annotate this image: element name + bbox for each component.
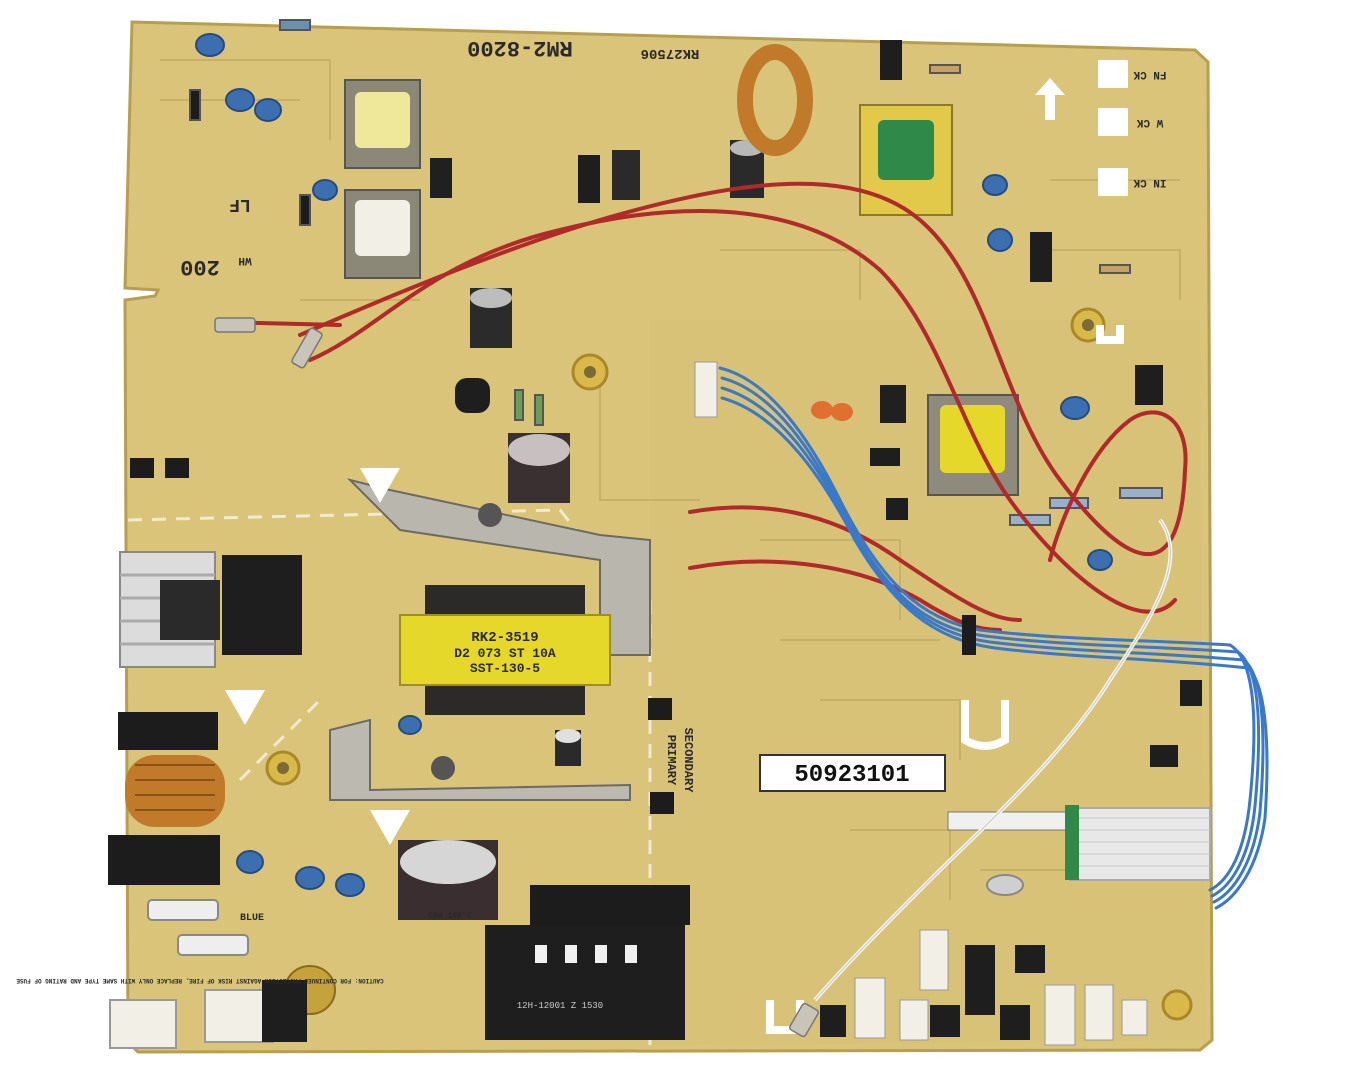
- secondary-label: SECONDARY: [681, 728, 695, 794]
- serial-label: 50923101: [759, 754, 946, 792]
- filter-choke: 12H-12001 Z 1530: [485, 885, 690, 1040]
- line-choke: [108, 712, 225, 885]
- transformer-line3: SST-130-5: [470, 661, 540, 676]
- caution-text: CAUTION: FOR CONTINUED PROTECTION AGAINS…: [16, 977, 384, 984]
- check-in: IN CK: [1133, 176, 1166, 188]
- check-w: W CK: [1136, 116, 1163, 128]
- heatsink-bracket: [329, 478, 651, 801]
- ac-connectors: [109, 980, 307, 1049]
- sub-code: RK27506: [641, 45, 700, 61]
- aux-transformer: [859, 104, 953, 216]
- wh-mark: WH: [238, 254, 251, 266]
- serial-number: 50923101: [794, 762, 909, 789]
- transformer-line2: D2 073 ST 10A: [454, 646, 556, 661]
- semiconductors: [455, 40, 1202, 767]
- ribbon-cable: [1065, 805, 1211, 881]
- warning-icon: [225, 468, 410, 845]
- line-filter-top: [344, 79, 421, 279]
- optocouplers: [130, 458, 674, 814]
- spade-terminals: [214, 317, 819, 1038]
- crystal: [986, 874, 1024, 896]
- lf-mark: LF: [229, 194, 251, 214]
- transformer-line1: RK2-3519: [471, 630, 538, 646]
- orange-capacitors: [811, 401, 853, 421]
- board-200-mark: 200: [180, 254, 220, 279]
- cap-mark: CHA 105°C: [428, 912, 471, 921]
- check-boxes: FN CK W CK IN CK: [1035, 60, 1167, 196]
- yellow-transformer: [927, 394, 1019, 496]
- fuses: BLUE: [147, 899, 264, 956]
- signal-connectors: [694, 361, 1148, 1046]
- cable-tie: [962, 615, 976, 655]
- toroid-inductor: [737, 44, 813, 156]
- part-number: RM2-8200: [467, 35, 573, 60]
- fuse-label: BLUE: [240, 913, 264, 924]
- check-fn: FN CK: [1133, 68, 1166, 80]
- ceramic-capacitors: [195, 33, 1113, 897]
- blue-wires: [718, 366, 1269, 910]
- electrolytic-capacitors: [398, 140, 906, 920]
- choke-mark: 12H-12001 Z 1530: [517, 1001, 603, 1011]
- barcode-sticker: [947, 811, 1069, 831]
- left-heatsink: [119, 551, 302, 668]
- pcb-traces: [160, 59, 1181, 900]
- main-transformer: RK2-3519 D2 073 ST 10A SST-130-5: [399, 585, 611, 715]
- primary-label: PRIMARY: [664, 735, 678, 786]
